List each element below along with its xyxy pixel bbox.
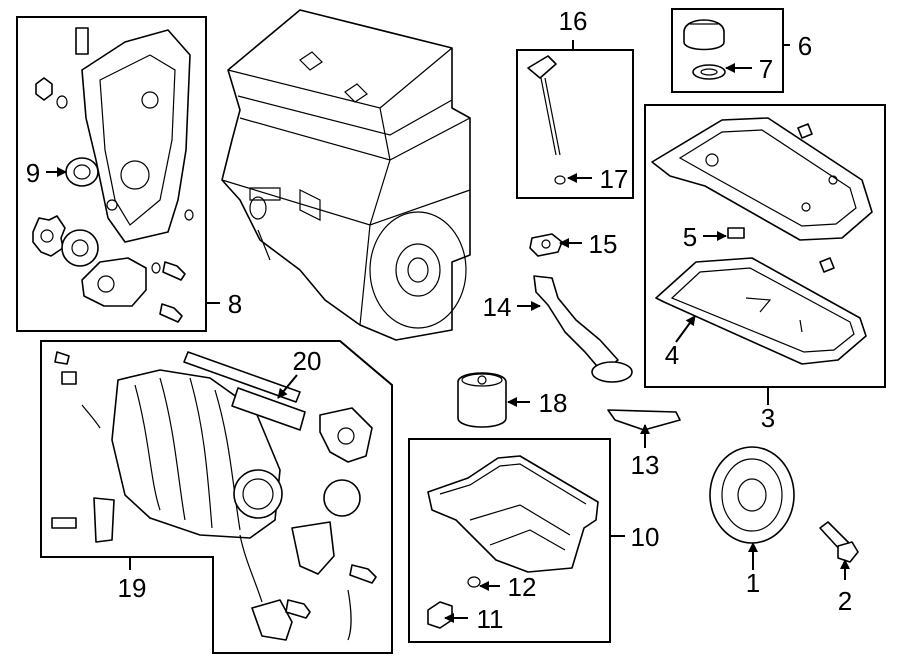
callout-11: 11 [477, 604, 504, 634]
callout-5: 5 [683, 222, 697, 252]
valve-cover-parts [651, 117, 873, 365]
oil-pan-parts [427, 455, 599, 629]
dipstick-parts [527, 55, 566, 185]
valve-cover-group-box [644, 104, 886, 388]
callout-4: 4 [665, 340, 679, 370]
callout-9: 9 [26, 158, 40, 188]
callout-10: 10 [631, 522, 660, 552]
callout-7: 7 [759, 54, 773, 84]
engine-block [221, 9, 471, 341]
oil-pan-group-box [408, 438, 611, 643]
leader-lines [46, 40, 850, 623]
callout-20: 20 [293, 346, 322, 376]
callout-16: 16 [559, 6, 588, 36]
intake-manifold-parts [51, 351, 377, 641]
callout-15: 15 [589, 229, 618, 259]
callout-13: 13 [631, 450, 660, 480]
oil-cap-group-box [671, 8, 784, 93]
callout-2: 2 [838, 586, 852, 616]
intake-manifold-group-box [40, 340, 393, 654]
callout-12: 12 [508, 572, 537, 602]
callout-17: 17 [600, 164, 629, 194]
callout-14: 14 [483, 292, 512, 322]
timing-cover-group-box [16, 16, 207, 332]
callout-3: 3 [761, 403, 775, 433]
oil-pickup-and-filter [457, 233, 681, 431]
callout-8: 8 [228, 289, 242, 319]
callout-19: 19 [118, 573, 147, 603]
dipstick-group-box [516, 49, 634, 199]
callout-1: 1 [746, 568, 760, 598]
callout-18: 18 [539, 388, 568, 418]
timing-cover-parts [32, 27, 194, 323]
oil-cap-parts [683, 19, 726, 80]
callout-6: 6 [798, 31, 812, 61]
crank-pulley-parts [709, 446, 859, 563]
